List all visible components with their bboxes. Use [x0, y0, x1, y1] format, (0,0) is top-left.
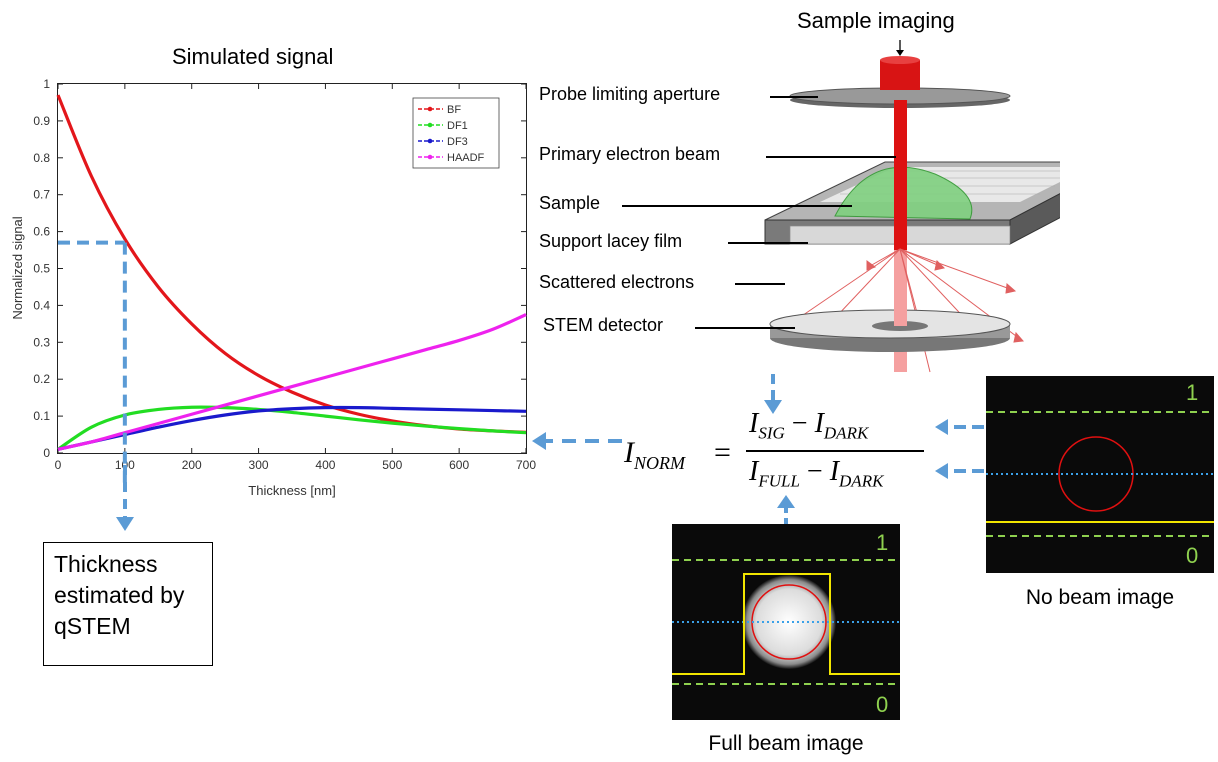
full-beam-caption: Full beam image: [708, 732, 864, 755]
thickness-estimate-box: Thickness estimated by qSTEM: [43, 542, 213, 666]
stem-setup-diagram: [764, 40, 1060, 373]
y-tick-label: 1: [43, 77, 50, 91]
x-tick-label: 600: [449, 458, 469, 472]
down-dashed-arrow: [116, 465, 134, 531]
normalization-equation: INORM = ISIG − IDARK IFULL − IDARK: [624, 408, 934, 491]
legend-label-df1: DF1: [447, 120, 468, 132]
thickness-estimate-text: Thickness estimated by qSTEM: [54, 551, 185, 639]
series-line-df1: [57, 405, 527, 451]
fraction-bar: [746, 450, 924, 452]
y-tick-label: 0.9: [33, 114, 50, 128]
equation-numerator: ISIG − IDARK: [749, 408, 869, 443]
x-axis-label: Thickness [nm]: [248, 483, 335, 498]
legend-label-haadf: HAADF: [447, 152, 485, 164]
legend-marker: [427, 138, 433, 144]
legend-label-df3: DF3: [447, 136, 468, 148]
arrow-fullbeam-to-equation: [777, 495, 795, 526]
label-stem-detector: STEM detector: [543, 315, 664, 335]
x-tick-label: 0: [55, 458, 62, 472]
beam-source: [880, 60, 920, 90]
x-tick-label: 700: [516, 458, 536, 472]
equals-sign: =: [714, 436, 731, 469]
no-beam-bottom-label: 0: [1186, 543, 1198, 568]
leader-film: [728, 242, 808, 244]
equation-denominator: IFULL − IDARK: [749, 456, 884, 491]
chart-title: Simulated signal: [172, 44, 334, 69]
leader-beam: [766, 156, 896, 158]
legend-label-bf: BF: [447, 104, 461, 116]
legend-marker: [427, 106, 433, 112]
label-probe-aperture: Probe limiting aperture: [539, 84, 721, 104]
leader-detector: [695, 327, 795, 329]
intensity-profile: [672, 573, 900, 675]
series-line-df3: [57, 405, 527, 451]
no-beam-top-label: 1: [1186, 380, 1198, 405]
label-sample: Sample: [539, 193, 601, 213]
series-line-haadf: [57, 313, 527, 451]
leader-scattered: [735, 283, 785, 285]
simulated-signal-chart: 00.10.20.30.40.50.60.70.80.91 0100200300…: [10, 77, 536, 498]
full-beam-top-label: 1: [876, 530, 888, 555]
y-tick-label: 0.7: [33, 188, 50, 202]
x-tick-label: 400: [315, 458, 335, 472]
y-tick-label: 0.6: [33, 225, 50, 239]
diagram-title: Sample imaging: [797, 8, 955, 33]
full-beam-bottom-label: 0: [876, 692, 888, 717]
thickness-readout-guide: [58, 240, 127, 483]
equation-lhs: INORM: [624, 436, 685, 473]
full-beam-image: 1 0: [672, 524, 900, 720]
y-tick-label: 0: [43, 446, 50, 460]
arrow-detector-to-equation: [764, 374, 782, 414]
label-support-film: Support lacey film: [539, 231, 683, 251]
y-tick-label: 0.5: [33, 262, 50, 276]
no-beam-image: 1 0: [986, 376, 1214, 573]
y-tick-label: 0.8: [33, 151, 50, 165]
legend-marker: [427, 154, 433, 160]
y-tick-label: 0.3: [33, 335, 50, 349]
label-scattered-electrons: Scattered electrons: [539, 272, 695, 292]
y-tick-label: 0.4: [33, 298, 50, 312]
no-beam-caption: No beam image: [1025, 586, 1175, 609]
arrow-equation-to-chart: [532, 432, 622, 450]
x-tick-label: 500: [382, 458, 402, 472]
leader-aperture: [770, 96, 818, 98]
label-primary-beam: Primary electron beam: [539, 144, 721, 164]
x-tick-label: 300: [249, 458, 269, 472]
x-tick-label: 200: [182, 458, 202, 472]
y-tick-label: 0.2: [33, 372, 50, 386]
y-axis-label: Normalized signal: [10, 216, 25, 319]
y-tick-label: 0.1: [33, 409, 50, 423]
arrows-nobeam-to-equation: [935, 419, 984, 479]
leader-sample: [622, 205, 852, 207]
primary-beam: [894, 100, 907, 250]
legend-marker: [427, 122, 433, 128]
